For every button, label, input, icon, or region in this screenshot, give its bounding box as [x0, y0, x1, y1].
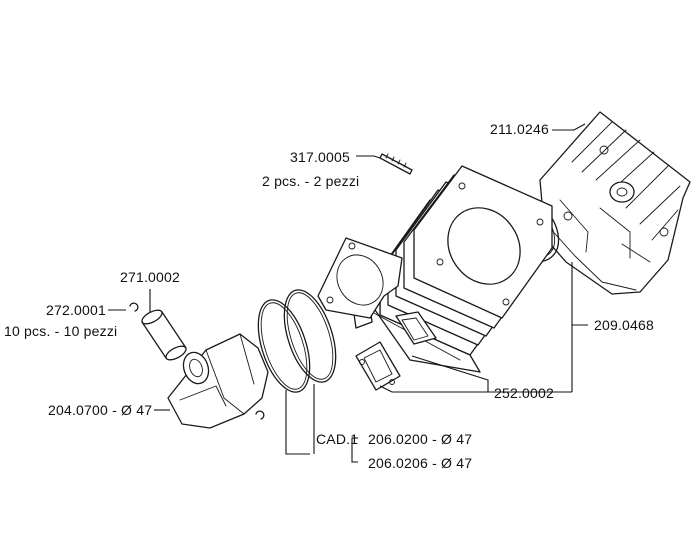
- piston-pin-drawing: [141, 309, 187, 361]
- clip-part-label: 272.0001: [46, 302, 106, 318]
- port-gasket-drawing: [355, 341, 401, 391]
- rings-group-label: CAD.1: [316, 431, 358, 447]
- piston-rings-drawing: [257, 289, 337, 393]
- base-gasket-part-label: 252.0002: [494, 385, 554, 401]
- rings-variant-b-label: 206.0206 - Ø 47: [368, 455, 472, 471]
- stud-drawing: [379, 153, 413, 175]
- head-gasket-part-label: 209.0468: [594, 317, 654, 333]
- rings-variant-a-label: 206.0200 - Ø 47: [368, 431, 472, 447]
- base-gasket-drawing: [317, 237, 403, 319]
- leader-lines: [108, 123, 588, 463]
- cylinder-head-drawing: [539, 111, 691, 295]
- piston-part-label: 204.0700 - Ø 47: [48, 402, 152, 418]
- circlip-drawing: [129, 302, 265, 420]
- clip-qty-label: 10 pcs. - 10 pezzi: [4, 323, 117, 339]
- head-part-label: 211.0246: [490, 121, 549, 137]
- stud-qty-label: 2 pcs. - 2 pezzi: [262, 173, 359, 189]
- pin-part-label: 271.0002: [120, 269, 180, 285]
- stud-part-label: 317.0005: [290, 149, 350, 165]
- piston-drawing: [167, 333, 269, 429]
